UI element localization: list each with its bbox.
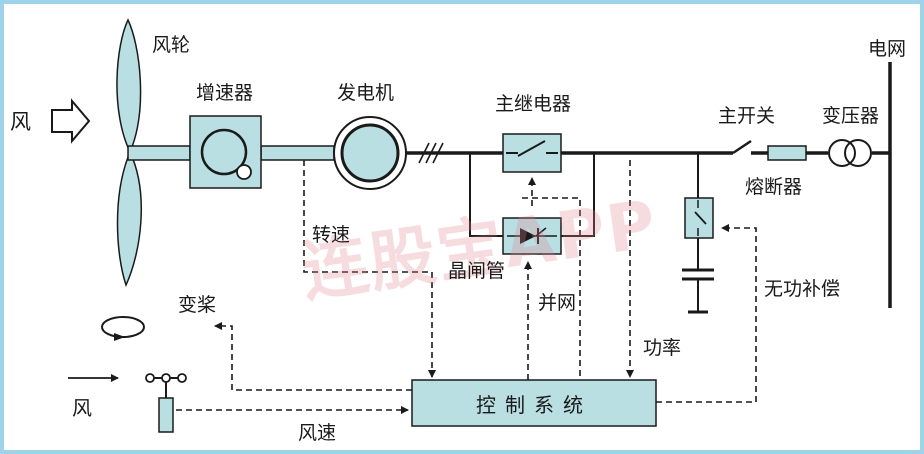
anemometer-icon: [145, 373, 187, 433]
control-system-box: [411, 379, 657, 427]
pitch-label: 变桨: [178, 294, 217, 316]
power-label: 功率: [643, 337, 682, 359]
main-switch-label: 主开关: [718, 105, 776, 127]
thyristor-label: 晶闸管: [448, 260, 506, 282]
transformer-icon: [828, 139, 872, 167]
signal-lines: [176, 160, 757, 414]
generator-icon: [333, 116, 407, 190]
generator-label: 发电机: [337, 82, 395, 104]
grid-label: 电网: [868, 38, 907, 60]
reactive-compensation-branch: [682, 153, 714, 314]
main-shaft: [127, 145, 191, 161]
gearbox-label: 增速器: [196, 82, 254, 104]
high-speed-shaft: [260, 145, 335, 161]
wind-label-left: 风: [10, 110, 31, 134]
main-switch-icon: [732, 139, 752, 155]
main-relay-label: 主继电器: [495, 93, 572, 115]
wind-input-arrow: [51, 98, 91, 144]
fuse-label: 熔断器: [745, 176, 803, 198]
reactive-compensation-label: 无功补偿: [764, 278, 841, 300]
wind-speed-label: 风速: [298, 422, 337, 444]
speed-label: 转速: [312, 224, 351, 246]
thyristor-bypass: [469, 153, 595, 237]
grid-connect-label: 并网: [538, 292, 577, 314]
wind-label-bottom: 风: [72, 396, 92, 420]
transformer-label: 变压器: [822, 105, 880, 127]
control-system-label: 控制系统: [476, 392, 592, 417]
pitch-rotation-icon: [101, 316, 145, 341]
thyristor-icon: [502, 217, 562, 255]
fuse-icon: [767, 145, 807, 161]
gearbox-icon: [189, 115, 262, 189]
rotor-label: 风轮: [152, 34, 191, 56]
rotor-blades: [116, 18, 143, 288]
main-relay-icon: [502, 133, 562, 173]
